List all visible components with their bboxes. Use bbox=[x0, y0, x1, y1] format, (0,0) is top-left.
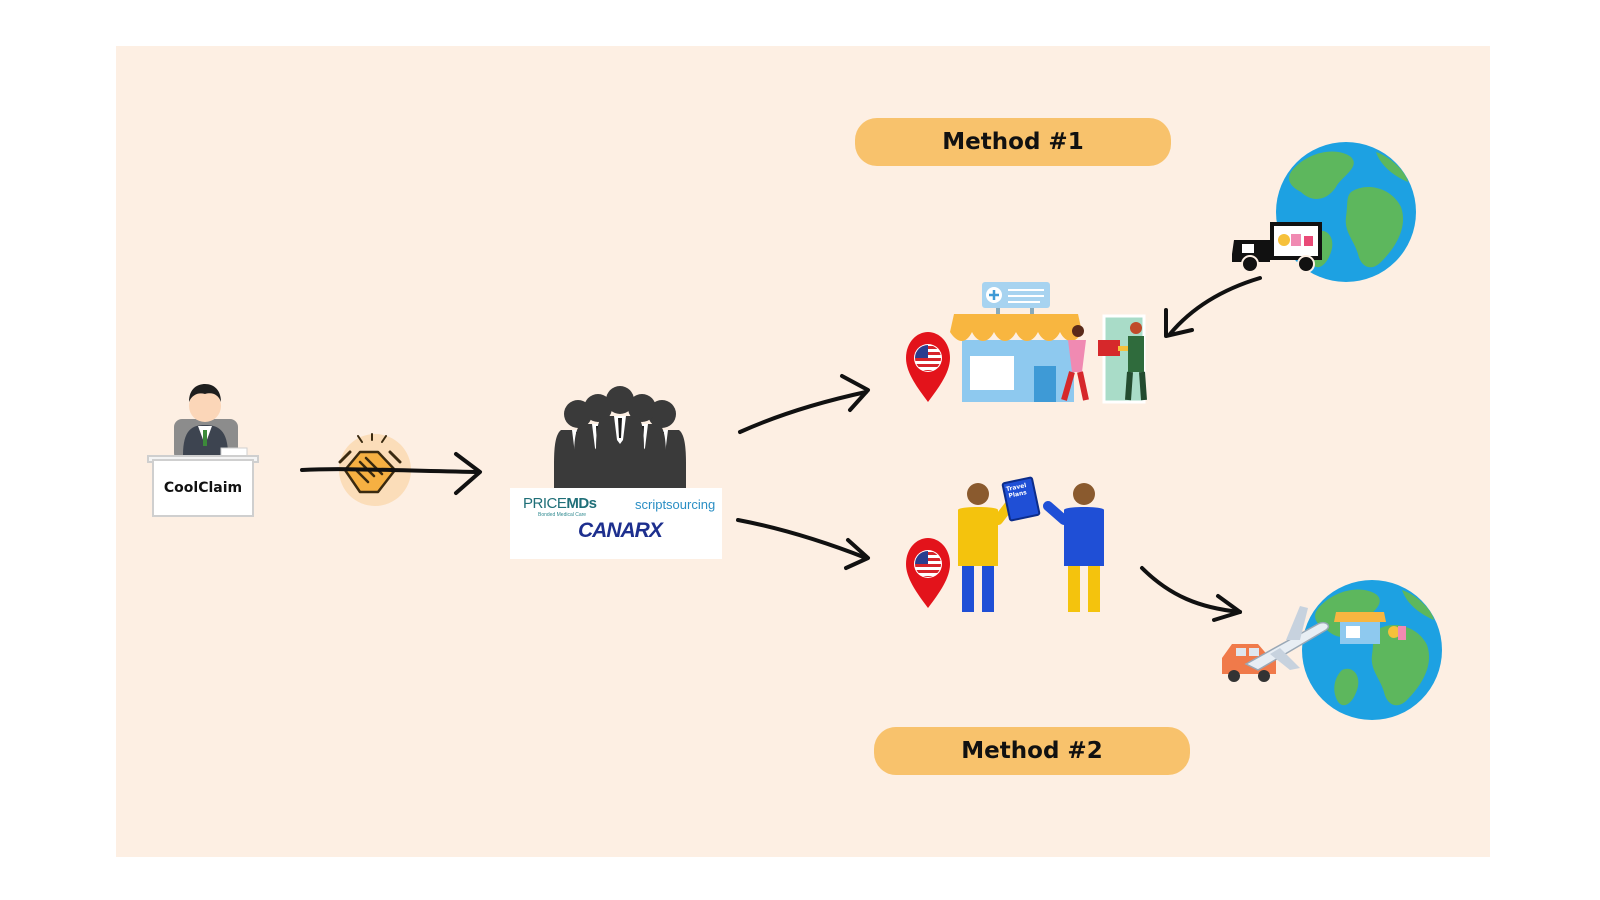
diagram-background bbox=[116, 46, 1490, 857]
globe-icon bbox=[1276, 142, 1416, 282]
arrow-to-method-1 bbox=[738, 390, 868, 434]
pricemds-tagline: Bonded Medical Care bbox=[538, 512, 587, 518]
pricemds-logo: PRICEMDs bbox=[523, 495, 597, 512]
partner-logos: PRICEMDs Bonded Medical Care scriptsourc… bbox=[510, 488, 722, 559]
location-pin-us-flag-icon bbox=[906, 538, 950, 608]
travelers-icon bbox=[958, 476, 1104, 612]
coolclaim-label: CoolClaim bbox=[152, 459, 254, 517]
scriptsourcing-logo: scriptsourcing bbox=[635, 497, 716, 512]
arrow-to-partners bbox=[300, 467, 478, 474]
airplane-icon bbox=[1244, 606, 1330, 671]
globe-icon bbox=[1302, 580, 1442, 720]
method-1-label: Method #1 bbox=[855, 118, 1171, 166]
group-of-people-icon bbox=[554, 386, 686, 504]
canarx-logo: CANARX bbox=[578, 519, 663, 542]
arrow-to-method-2 bbox=[736, 518, 868, 560]
delivery-truck-icon bbox=[1232, 222, 1322, 273]
arrow-to-travel bbox=[1140, 566, 1242, 614]
location-pin-us-flag-icon bbox=[906, 332, 950, 402]
businessman-at-desk-icon bbox=[174, 384, 248, 461]
delivery-handoff-icon bbox=[1061, 322, 1147, 401]
arrow-to-pharmacy bbox=[1168, 276, 1262, 336]
method-2-label: Method #2 bbox=[874, 727, 1190, 775]
small-store-icon bbox=[1334, 612, 1406, 644]
